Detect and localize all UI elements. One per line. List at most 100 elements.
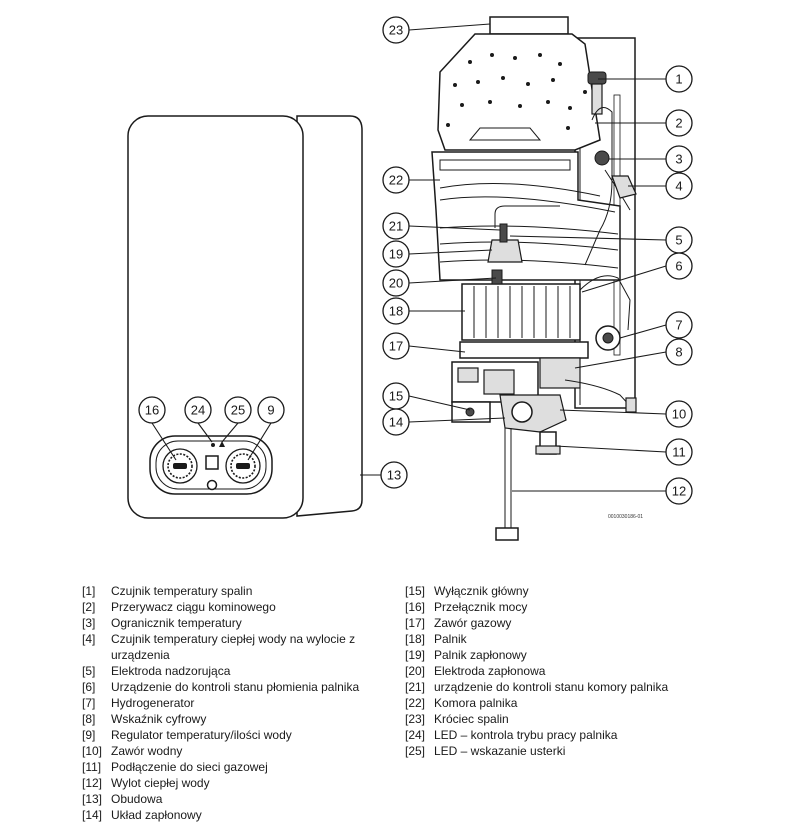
legend-key: [10]	[82, 744, 103, 758]
legend-item: [22]Komora palnika	[405, 695, 735, 711]
supervision-electrode	[499, 223, 508, 243]
legend-label: Wylot ciepłej wody	[111, 776, 210, 790]
legend-label: Ogranicznik temperatury	[111, 616, 242, 630]
legend-key: [9]	[82, 728, 96, 742]
doc-ref-code: 0010030186-01	[608, 514, 643, 520]
ignition-electrode	[491, 269, 503, 285]
svg-text:16: 16	[145, 403, 159, 418]
legend-key: [11]	[82, 760, 102, 774]
callout-24: 24	[184, 396, 212, 424]
svg-text:1: 1	[675, 72, 682, 87]
pilot-burner	[487, 239, 523, 263]
main-switch-button	[206, 479, 218, 491]
legend-label: Układ zapłonowy	[111, 808, 202, 822]
legend-label: Podłączenie do sieci gazowej	[111, 760, 268, 774]
led-burner-icon	[211, 443, 215, 447]
legend-label: Przełącznik mocy	[434, 600, 528, 614]
svg-text:5: 5	[675, 233, 682, 248]
hot-water-sensor	[611, 175, 637, 199]
legend-key: [17]	[405, 616, 426, 630]
callout-14: 14	[382, 408, 410, 436]
svg-text:10: 10	[672, 407, 686, 422]
legend-label: urządzenie do kontroli stanu komory paln…	[434, 680, 669, 694]
legend-label: Elektroda nadzorująca	[111, 664, 231, 678]
legend-item: [4] Czujnik temperatury ciepłej wody na w…	[82, 631, 392, 663]
legend-label: LED – kontrola trybu pracy palnika	[434, 728, 618, 742]
svg-text:3: 3	[675, 152, 682, 167]
callout-3: 3	[665, 145, 693, 173]
legend-item: [3] Ogranicznik temperatury	[82, 615, 392, 631]
legend-label: Palnik	[434, 632, 467, 646]
legend-key: [21]	[405, 680, 426, 694]
water-valve	[499, 394, 567, 433]
legend-label: Urządzenie do kontroli stanu płomienia p…	[111, 680, 360, 694]
legend-item: [1]Czujnik temperatury spalin	[82, 583, 392, 599]
legend-item: [19]Palnik zapłonowy	[405, 647, 735, 663]
casing-front-panel	[127, 115, 304, 519]
callout-1: 1	[665, 65, 693, 93]
flue-outlet	[489, 16, 569, 35]
legend-label: Obudowa	[111, 792, 163, 806]
flame-supervision-device	[579, 275, 631, 331]
svg-text:20: 20	[389, 276, 403, 291]
legend-key: [25]	[405, 744, 426, 758]
legend-key: [8]	[82, 712, 96, 726]
callout-23: 23	[382, 16, 410, 44]
callout-2: 2	[665, 109, 693, 137]
callout-17: 17	[382, 332, 410, 360]
legend-label: Czujnik temperatury ciepłej wody na wylo…	[111, 632, 356, 662]
svg-text:7: 7	[675, 318, 682, 333]
callout-15: 15	[382, 382, 410, 410]
svg-text:17: 17	[389, 339, 403, 354]
legend-key: [23]	[405, 712, 426, 726]
svg-text:23: 23	[389, 23, 403, 38]
svg-text:6: 6	[675, 259, 682, 274]
legend-item: [15]Wyłącznik główny	[405, 583, 735, 599]
legend-key: [18]	[405, 632, 426, 646]
svg-text:9: 9	[267, 403, 274, 418]
led-fault-icon	[219, 441, 225, 447]
hot-water-outlet	[495, 527, 519, 541]
burner	[461, 283, 581, 341]
callout-13: 13	[380, 461, 408, 489]
legend-label: Wskaźnik cyfrowy	[111, 712, 207, 726]
callout-5: 5	[665, 226, 693, 254]
legend-label: Wyłącznik główny	[434, 584, 529, 598]
callout-12: 12	[665, 477, 693, 505]
leader-lines	[151, 23, 667, 492]
legend-item: [11] Podłączenie do sieci gazowej	[82, 759, 392, 775]
callout-22: 22	[382, 166, 410, 194]
legend-item: [13]Obudowa	[82, 791, 392, 807]
digital-display	[205, 455, 219, 470]
legend-label: Zawór wodny	[111, 744, 183, 758]
legend-label: Regulator temperatury/ilości wody	[111, 728, 292, 742]
legend-item: [14]Układ zapłonowy	[82, 807, 392, 823]
callout-4: 4	[665, 172, 693, 200]
legend-key: [3]	[82, 616, 96, 630]
draught-diverter	[437, 33, 601, 151]
legend-key: [6]	[82, 680, 96, 694]
legend-left: [1]Czujnik temperatury spalin [2] Przeryw…	[82, 583, 392, 823]
casing-front-view	[127, 115, 363, 519]
legend-item: [6] Urządzenie do kontroli stanu płomieni…	[82, 679, 392, 695]
svg-text:22: 22	[389, 173, 403, 188]
svg-text:2: 2	[675, 116, 682, 131]
legend-key: [12]	[82, 776, 103, 790]
svg-text:21: 21	[389, 219, 403, 234]
diverter-holes	[446, 53, 587, 130]
legend-key: [4]	[82, 632, 96, 646]
svg-text:15: 15	[389, 389, 403, 404]
legend-label: Elektroda zapłonowa	[434, 664, 546, 678]
burner-ribs	[473, 286, 571, 338]
legend-key: [7]	[82, 696, 96, 710]
legend-item: [23] Króciec spalin	[405, 711, 735, 727]
legend-item: [8] Wskaźnik cyfrowy	[82, 711, 392, 727]
svg-text:24: 24	[191, 403, 205, 418]
legend-label: Przerywacz ciągu kominowego	[111, 600, 276, 614]
callout-7: 7	[665, 311, 693, 339]
legend-item: [7]Hydrogenerator	[82, 695, 392, 711]
heater-internal-view: 0010030186-01	[431, 16, 643, 541]
legend-key: [2]	[82, 600, 96, 614]
legend-label: Króciec spalin	[434, 712, 509, 726]
callout-19: 19	[382, 240, 410, 268]
